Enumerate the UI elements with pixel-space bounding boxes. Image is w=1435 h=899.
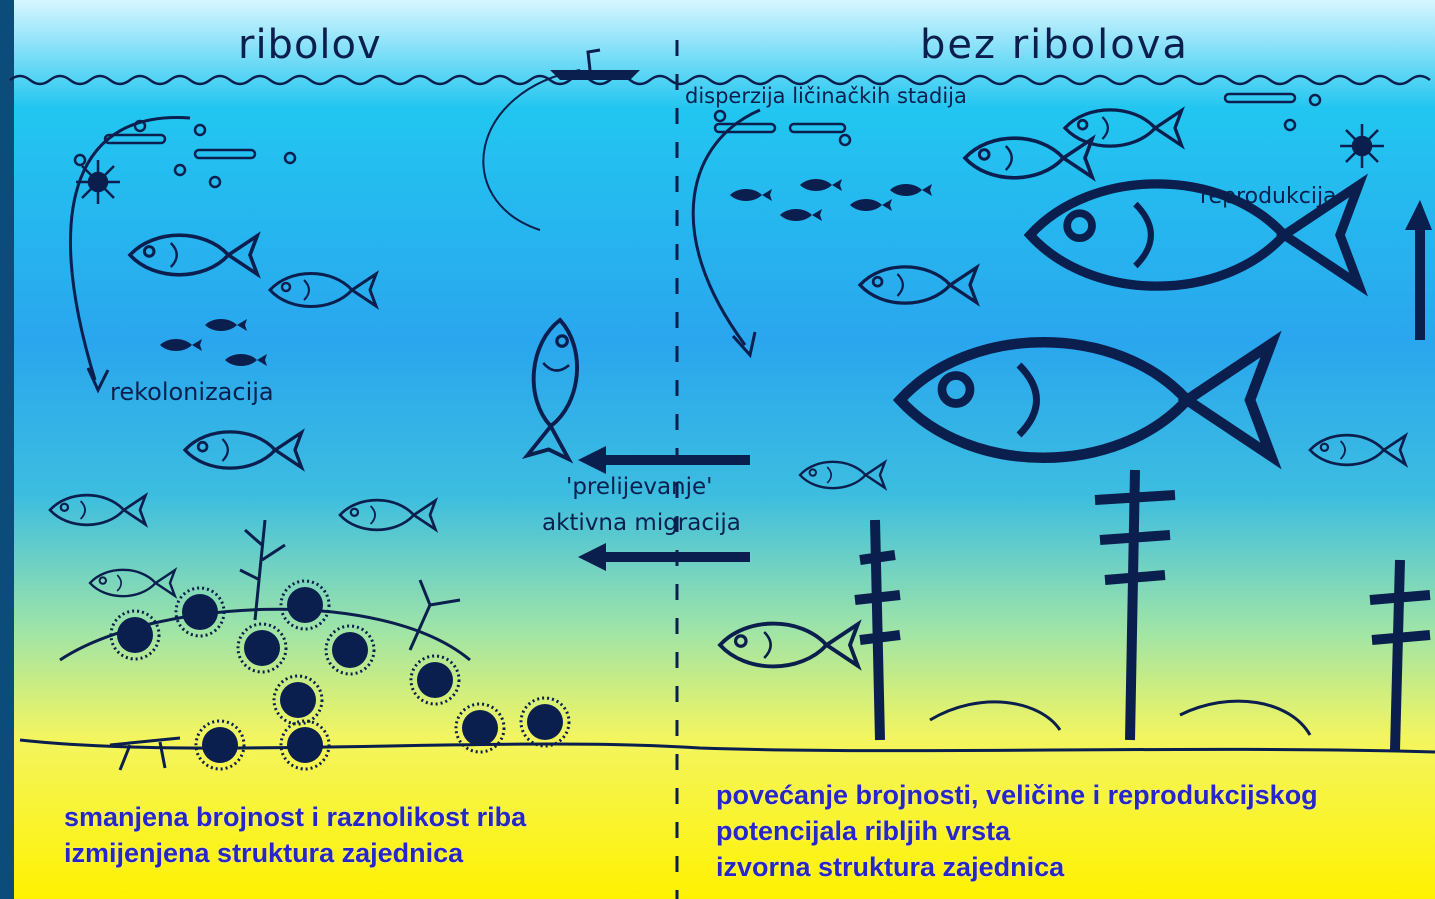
fishing-boat [550, 70, 640, 80]
reproduction-label: reprodukcija [1200, 184, 1337, 209]
left-frame [0, 0, 14, 899]
no-fishing-zone-caption: povećanje brojnosti, veličine i reproduk… [716, 777, 1318, 885]
caption-line: izvorna struktura zajednica [716, 849, 1318, 885]
larval-dispersal-label: disperzija ličinačkih stadija [685, 84, 967, 108]
caption-line: povećanje brojnosti, veličine i reproduk… [716, 777, 1318, 813]
caption-line: potencijala ribljih vrsta [716, 813, 1318, 849]
fishing-zone-title: ribolov [238, 22, 382, 68]
recolonization-label: rekolonizacija [110, 378, 274, 406]
caption-line: smanjena brojnost i raznolikost riba [64, 799, 526, 835]
active-migration-label: aktivna migracija [542, 510, 741, 536]
caption-line: izmijenjena struktura zajednica [64, 835, 526, 871]
no-fishing-zone-title: bez ribolova [920, 22, 1189, 68]
fishing-zone-caption: smanjena brojnost i raznolikost riba izm… [64, 799, 526, 871]
spillover-label: 'prelijevanje' [566, 474, 713, 500]
